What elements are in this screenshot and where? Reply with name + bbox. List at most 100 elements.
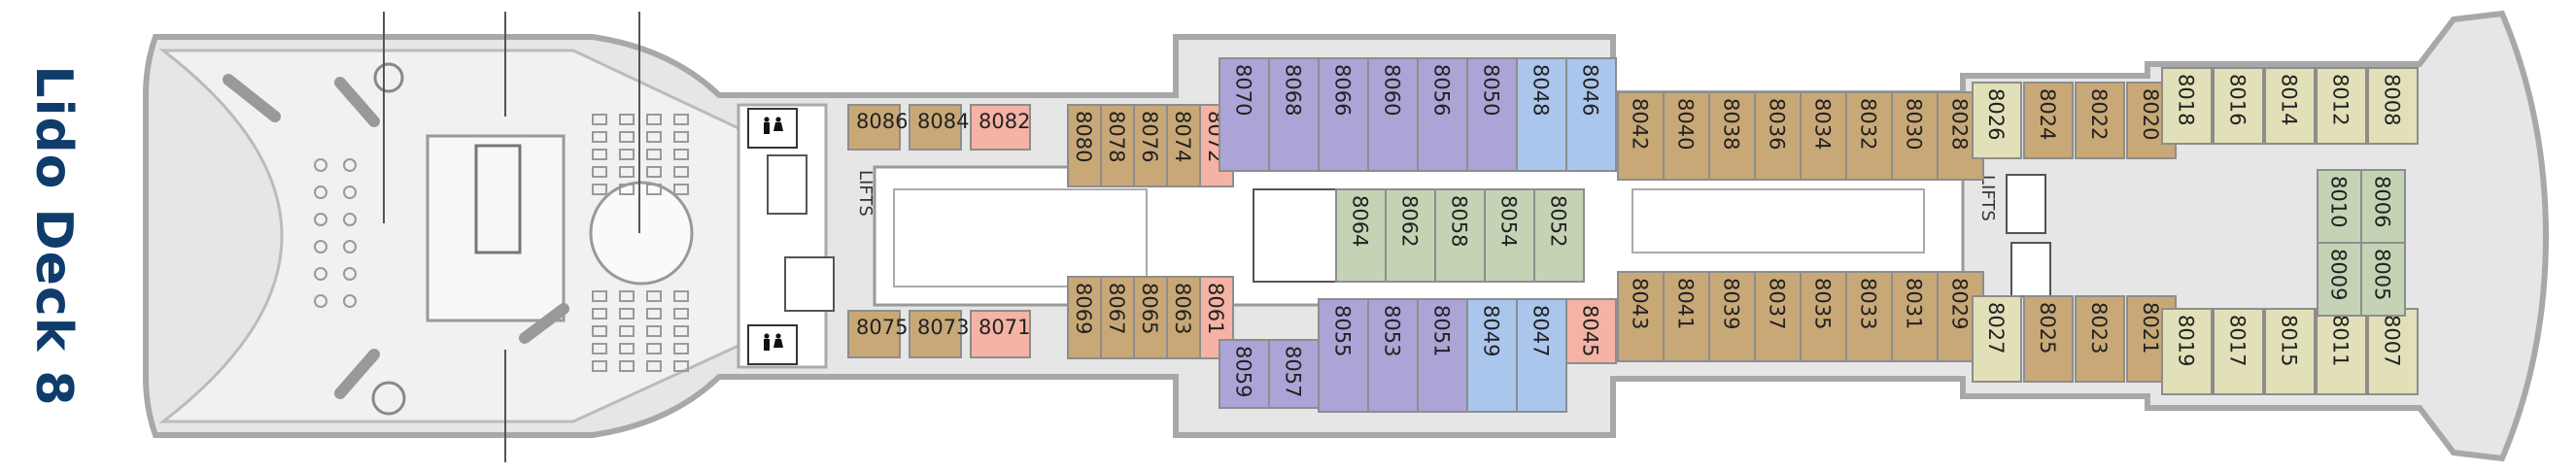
- cabin-8063[interactable]: 8063: [1166, 276, 1201, 359]
- cabin-8012[interactable]: 8012: [2316, 67, 2367, 145]
- cabin-8070[interactable]: 8070: [1219, 57, 1270, 172]
- cabin-number: 8073: [917, 316, 969, 339]
- cabin-8065[interactable]: 8065: [1133, 276, 1168, 359]
- cabin-8046[interactable]: 8046: [1565, 57, 1617, 172]
- cabin-8007[interactable]: 8007: [2367, 308, 2419, 395]
- cabin-8014[interactable]: 8014: [2264, 67, 2316, 145]
- cabin-8017[interactable]: 8017: [2213, 308, 2264, 395]
- cabin-8080[interactable]: 8080: [1067, 104, 1102, 187]
- cabin-8045[interactable]: 8045: [1565, 298, 1617, 364]
- cabin-8031[interactable]: 8031: [1891, 271, 1939, 362]
- cabin-8015[interactable]: 8015: [2264, 308, 2316, 395]
- cabin-fill: [1367, 298, 1419, 413]
- cabin-number: 8045: [1579, 305, 1602, 356]
- cabin-8064[interactable]: 8064: [1335, 188, 1387, 283]
- cabin-8025[interactable]: 8025: [2023, 295, 2074, 383]
- cabin-8035[interactable]: 8035: [1800, 271, 1847, 362]
- cabin-8024[interactable]: 8024: [2023, 82, 2074, 159]
- cabin-8059[interactable]: 8059: [1219, 339, 1270, 409]
- cabin-number: 8069: [1072, 283, 1095, 334]
- cabin-fill: [1533, 188, 1585, 283]
- cabin-8049[interactable]: 8049: [1466, 298, 1518, 413]
- cabin-8069[interactable]: 8069: [1067, 276, 1102, 359]
- cabin-8071[interactable]: 8071: [970, 310, 1031, 358]
- cabin-8032[interactable]: 8032: [1845, 91, 1893, 181]
- cabin-8076[interactable]: 8076: [1133, 104, 1168, 187]
- cabin-number: 8082: [979, 110, 1030, 133]
- cabin-8068[interactable]: 8068: [1268, 57, 1320, 172]
- cabin-8010[interactable]: 8010: [2317, 169, 2362, 244]
- cabin-8066[interactable]: 8066: [1318, 57, 1369, 172]
- lifts-label-aft: LIFTS: [1977, 175, 1998, 221]
- cabin-8075[interactable]: 8075: [847, 310, 908, 358]
- cabin-number: 8008: [2381, 74, 2404, 125]
- cabin-8040[interactable]: 8040: [1663, 91, 1710, 181]
- cabin-number: 8020: [2139, 88, 2162, 140]
- cabin-8042[interactable]: 8042: [1617, 91, 1665, 181]
- cabin-8060[interactable]: 8060: [1367, 57, 1419, 172]
- table-icon: [646, 343, 662, 354]
- cabin-8006[interactable]: 8006: [2360, 169, 2406, 244]
- cabin-8033[interactable]: 8033: [1845, 271, 1893, 362]
- cabin-number: 8039: [1720, 278, 1743, 329]
- cabin-number: 8061: [1204, 283, 1227, 334]
- cabin-8030[interactable]: 8030: [1891, 91, 1939, 181]
- cabin-8019[interactable]: 8019: [2161, 308, 2213, 395]
- cabin-8056[interactable]: 8056: [1417, 57, 1468, 172]
- cabin-8082[interactable]: 8082: [970, 104, 1031, 151]
- cabin-8037[interactable]: 8037: [1754, 271, 1802, 362]
- table-icon: [619, 131, 635, 143]
- cabin-number: 8031: [1903, 278, 1926, 329]
- table-icon: [343, 213, 357, 226]
- cabin-8026[interactable]: 8026: [1972, 82, 2022, 159]
- cabin-8008[interactable]: 8008: [2367, 67, 2419, 145]
- cabin-fill: [1219, 339, 1270, 409]
- cabin-8050[interactable]: 8050: [1466, 57, 1518, 172]
- cabin-8047[interactable]: 8047: [1516, 298, 1567, 413]
- cabin-8036[interactable]: 8036: [1754, 91, 1802, 181]
- cabin-8023[interactable]: 8023: [2075, 295, 2125, 383]
- cabin-8018[interactable]: 8018: [2161, 67, 2213, 145]
- cabin-8053[interactable]: 8053: [1367, 298, 1419, 413]
- cabin-8011[interactable]: 8011: [2316, 308, 2367, 395]
- cabin-number: 8065: [1138, 283, 1161, 334]
- cabin-8052[interactable]: 8052: [1533, 188, 1585, 283]
- table-icon: [673, 149, 689, 160]
- cabin-8038[interactable]: 8038: [1708, 91, 1756, 181]
- cabin-8051[interactable]: 8051: [1417, 298, 1468, 413]
- cabin-8054[interactable]: 8054: [1484, 188, 1535, 283]
- cabin-number: 8026: [1984, 88, 2008, 140]
- cabin-8034[interactable]: 8034: [1800, 91, 1847, 181]
- cabin-8043[interactable]: 8043: [1617, 271, 1665, 362]
- cabin-8057[interactable]: 8057: [1268, 339, 1320, 409]
- cabin-8022[interactable]: 8022: [2075, 82, 2125, 159]
- cabin-number: 8040: [1674, 98, 1698, 150]
- cabin-fill: [2367, 67, 2419, 145]
- cabin-8016[interactable]: 8016: [2213, 67, 2264, 145]
- cabin-number: 8059: [1232, 346, 1255, 397]
- cabin-8074[interactable]: 8074: [1166, 104, 1201, 187]
- lift-shaft-aft: [2006, 174, 2046, 234]
- cabin-8058[interactable]: 8058: [1434, 188, 1486, 283]
- cabin-8041[interactable]: 8041: [1663, 271, 1710, 362]
- cabin-8073[interactable]: 8073: [909, 310, 969, 358]
- cabin-fill: [2075, 295, 2125, 383]
- cabin-number: 8052: [1547, 195, 1570, 247]
- cabin-number: 8032: [1857, 98, 1880, 150]
- cabin-8055[interactable]: 8055: [1318, 298, 1369, 413]
- cabin-number: 8009: [2327, 249, 2351, 300]
- cabin-8048[interactable]: 8048: [1516, 57, 1567, 172]
- cabin-8009[interactable]: 8009: [2317, 242, 2362, 317]
- cabin-8039[interactable]: 8039: [1708, 271, 1756, 362]
- cabin-8062[interactable]: 8062: [1385, 188, 1436, 283]
- cabin-number: 8019: [2175, 315, 2198, 366]
- cabin-8067[interactable]: 8067: [1100, 276, 1135, 359]
- cabin-8084[interactable]: 8084: [909, 104, 969, 151]
- bar-counter: [474, 144, 522, 254]
- table-icon: [592, 290, 607, 302]
- cabin-8078[interactable]: 8078: [1100, 104, 1135, 187]
- cabin-8086[interactable]: 8086: [847, 104, 908, 151]
- cabin-8005[interactable]: 8005: [2360, 242, 2406, 317]
- cabin-8027[interactable]: 8027: [1972, 295, 2022, 383]
